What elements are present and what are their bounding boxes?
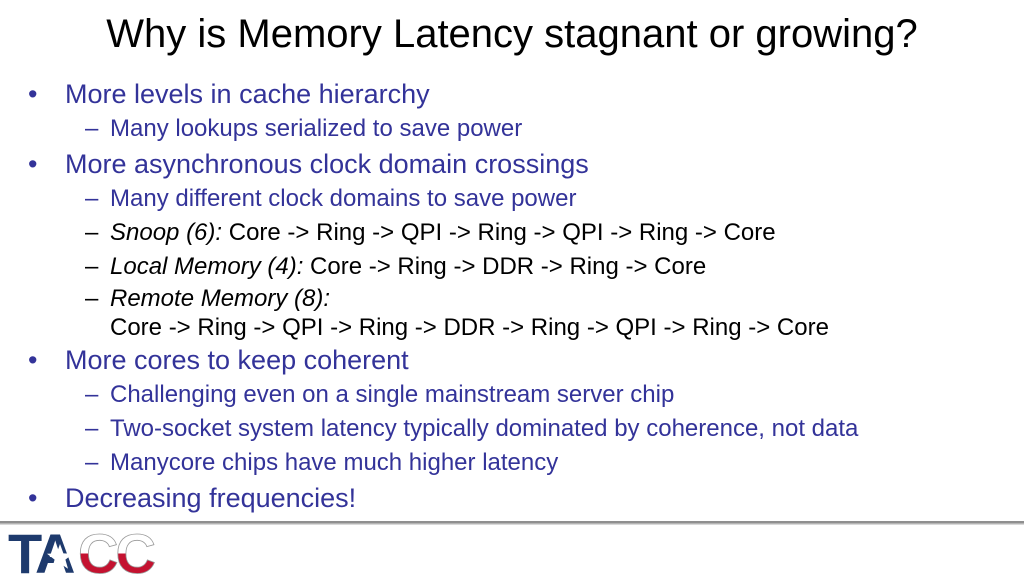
sub-bullet-item: – Many lookups serialized to save power: [0, 112, 1024, 146]
sub-bullet-item: – Many different clock domains to save p…: [0, 182, 1024, 216]
dash-marker: –: [85, 253, 99, 280]
sub-bullet-item: – Two-socket system latency typically do…: [0, 412, 1024, 446]
sub-bullet-item: – Manycore chips have much higher latenc…: [0, 446, 1024, 480]
sub-bullet-lead: Local Memory (4):: [110, 253, 304, 280]
sub-bullet-item-snoop: – Snoop (6): Core -> Ring -> QPI -> Ring…: [0, 216, 1024, 250]
logo-text-ta: TA: [8, 528, 74, 576]
bullet-marker: •: [28, 483, 38, 513]
bullet-marker: •: [28, 149, 38, 179]
star-icon: [47, 544, 73, 569]
sub-bullet-lead: Snoop (6):: [110, 219, 223, 246]
sub-bullet-item-remote-memory: – Remote Memory (8):: [0, 284, 1024, 313]
bullet-marker: •: [28, 345, 38, 375]
dash-marker: –: [85, 381, 99, 408]
bullet-item: • More levels in cache hierarchy: [0, 76, 1024, 112]
bullet-text: More asynchronous clock domain crossings: [65, 149, 589, 179]
sub-bullet-path: Core -> Ring -> DDR -> Ring -> Core: [303, 253, 707, 280]
sub-bullet-lead: Remote Memory (8):: [110, 285, 331, 312]
tacc-logo: TA CC: [8, 522, 168, 576]
sub-bullet-path: Core -> Ring -> QPI -> Ring -> DDR -> Ri…: [110, 314, 829, 341]
sub-bullet-text: Challenging even on a single mainstream …: [110, 381, 675, 408]
dash-marker: –: [85, 115, 99, 142]
bullet-text: Decreasing frequencies!: [65, 483, 357, 513]
logo-text-cc: CC: [78, 528, 154, 576]
dash-marker: –: [85, 219, 99, 246]
sub-bullet-continuation: Core -> Ring -> QPI -> Ring -> DDR -> Ri…: [0, 313, 1024, 342]
bullet-item: • Decreasing frequencies!: [0, 480, 1024, 516]
sub-bullet-text: Local Memory (4): Core -> Ring -> DDR ->…: [110, 250, 706, 284]
bullet-item: • More cores to keep coherent: [0, 342, 1024, 378]
bullet-list: • More levels in cache hierarchy – Many …: [0, 76, 1024, 516]
slide-title: Why is Memory Latency stagnant or growin…: [106, 12, 918, 56]
dash-marker: –: [85, 285, 99, 312]
sub-bullet-text: Many lookups serialized to save power: [110, 115, 523, 142]
sub-bullet-text: Snoop (6): Core -> Ring -> QPI -> Ring -…: [110, 216, 776, 250]
bullet-item: • More asynchronous clock domain crossin…: [0, 146, 1024, 182]
tacc-logo-svg: TA CC: [8, 522, 158, 576]
sub-bullet-text: Manycore chips have much higher latency: [110, 449, 559, 476]
bullet-text: More levels in cache hierarchy: [65, 79, 430, 109]
dash-marker: –: [85, 415, 99, 442]
dash-marker: –: [85, 449, 99, 476]
sub-bullet-item: – Challenging even on a single mainstrea…: [0, 378, 1024, 412]
sub-bullet-text: Two-socket system latency typically domi…: [110, 415, 859, 442]
bullet-text: More cores to keep coherent: [65, 345, 409, 375]
footer-divider: [0, 521, 1024, 525]
sub-bullet-path: Core -> Ring -> QPI -> Ring -> QPI -> Ri…: [222, 219, 776, 246]
sub-bullet-item-local-memory: – Local Memory (4): Core -> Ring -> DDR …: [0, 250, 1024, 284]
dash-marker: –: [85, 185, 99, 212]
bullet-marker: •: [28, 79, 38, 109]
sub-bullet-text: Many different clock domains to save pow…: [110, 185, 577, 212]
